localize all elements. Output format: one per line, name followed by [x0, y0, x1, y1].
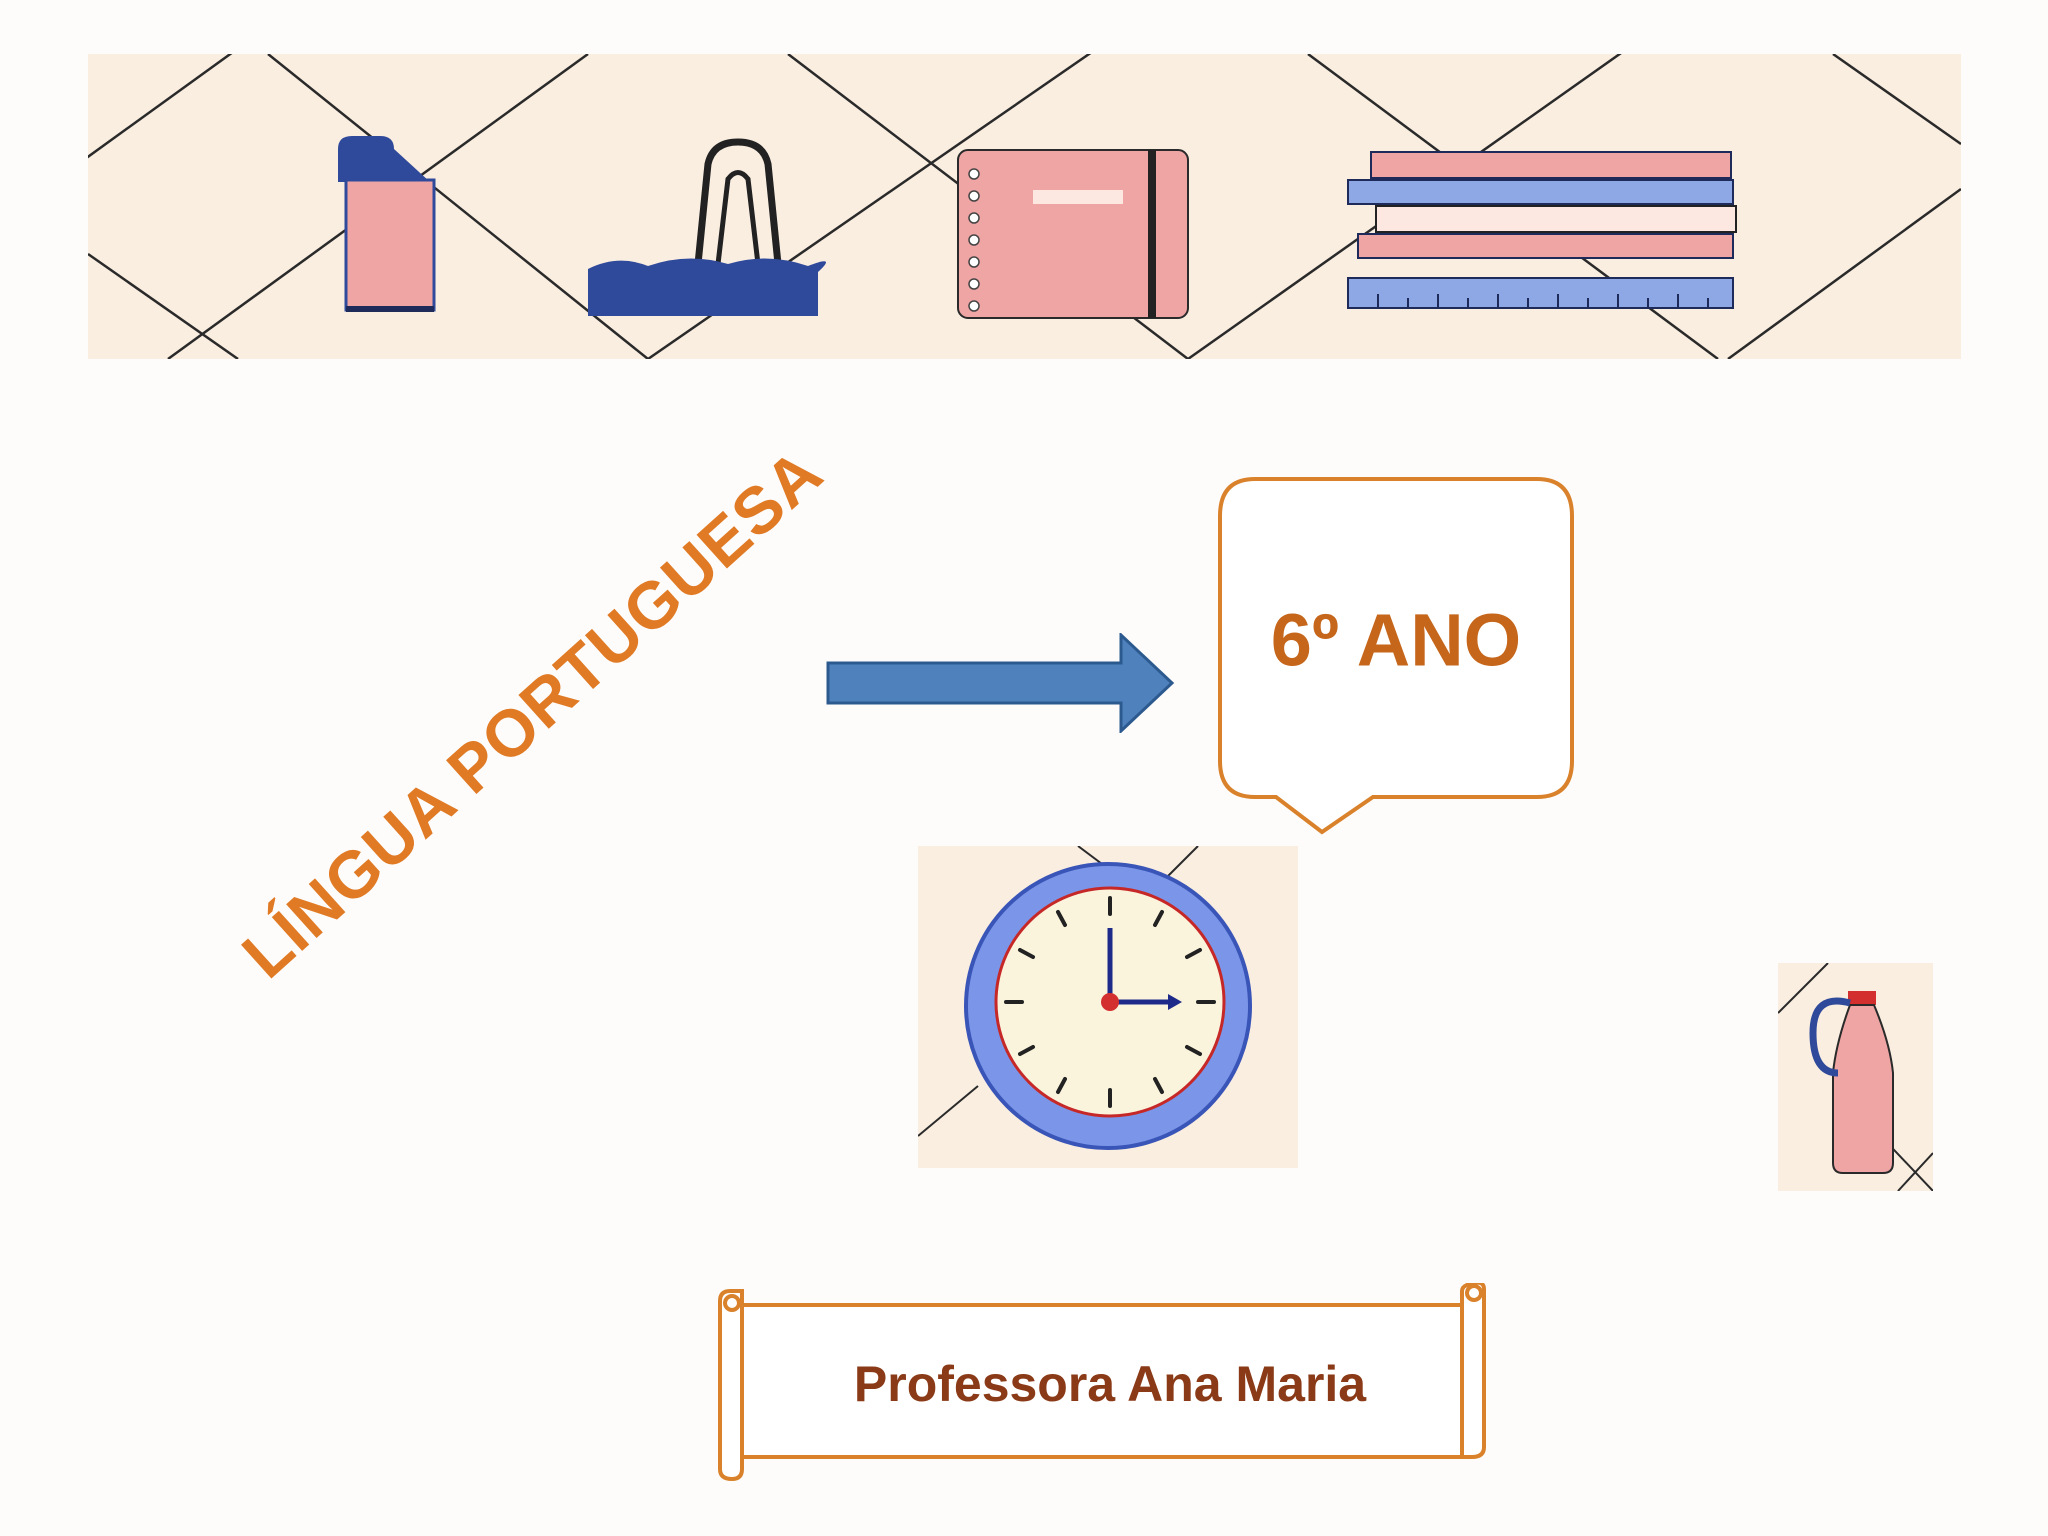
eraser-icon: [338, 136, 436, 312]
water-bottle-icon: [1809, 991, 1894, 1174]
binder-clip-icon: [588, 138, 826, 316]
book-stack-icon: [1347, 151, 1737, 309]
clock-tile: [918, 846, 1298, 1168]
teacher-name: Professora Ana Maria: [853, 1356, 1367, 1412]
notebook-icon: [957, 149, 1189, 319]
bottle-tile: [1778, 963, 1933, 1191]
school-supplies-banner: [88, 54, 1961, 359]
wall-clock-icon: [964, 862, 1252, 1150]
grade-label: 6º ANO: [1270, 598, 1522, 682]
arrow-right-icon: [826, 633, 1175, 733]
grade-callout: [1218, 477, 1574, 835]
subject-title: LÍNGUA PORTUGUESA: [227, 434, 837, 992]
teacher-scroll-banner: [718, 1283, 1486, 1482]
